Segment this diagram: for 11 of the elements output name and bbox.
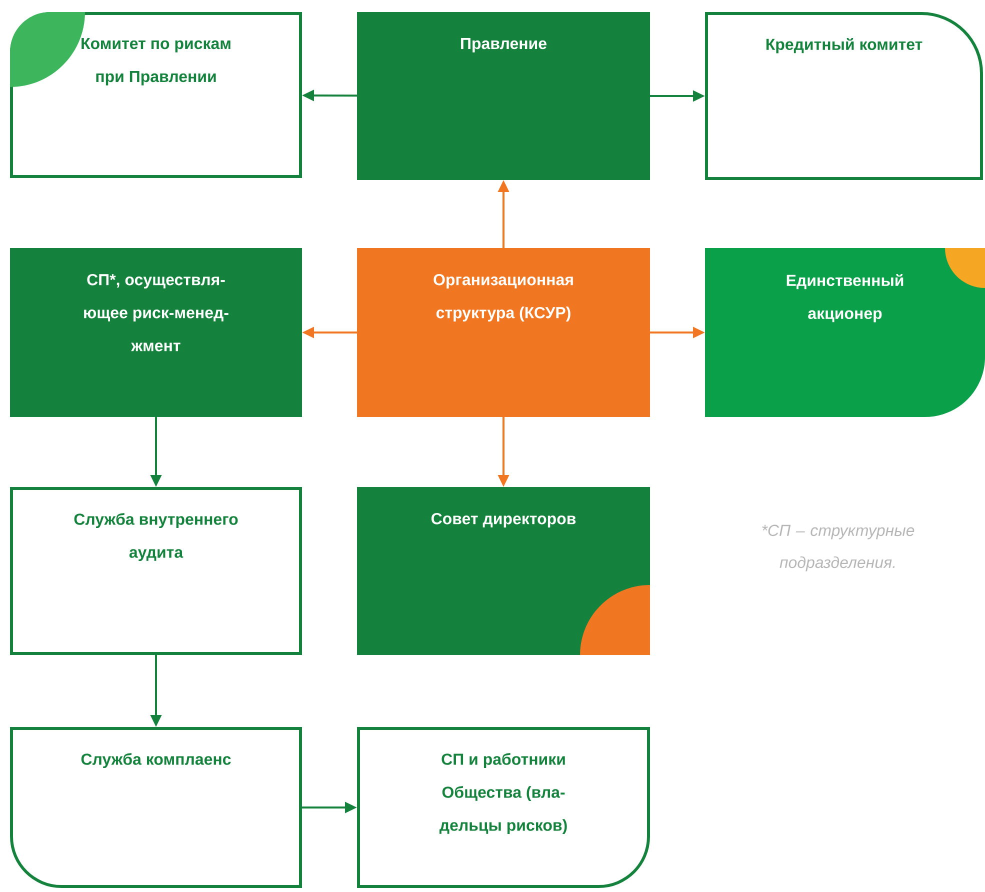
outlined-box: Кредитный комитет bbox=[705, 12, 984, 180]
outlined-box: СП и работники Общества (вла- дельцы рисков) bbox=[357, 727, 650, 888]
process-box: Единственный акционер bbox=[705, 248, 985, 417]
footnote: *СП – структурные подразделения. bbox=[762, 524, 914, 572]
outlined-box: Комитет по рискам при Правлении bbox=[10, 12, 302, 178]
outlined-box: Служба комплаенс bbox=[10, 727, 302, 888]
outlined-box: Служба внутреннего аудита bbox=[10, 487, 302, 655]
process-box: Совет директоров bbox=[357, 487, 650, 655]
center-box: Организационная структура (КСУР) bbox=[357, 248, 650, 417]
process-box: СП*, осуществля- ющее риск-менед- жмент bbox=[10, 248, 302, 417]
process-box: Правление bbox=[357, 12, 650, 180]
